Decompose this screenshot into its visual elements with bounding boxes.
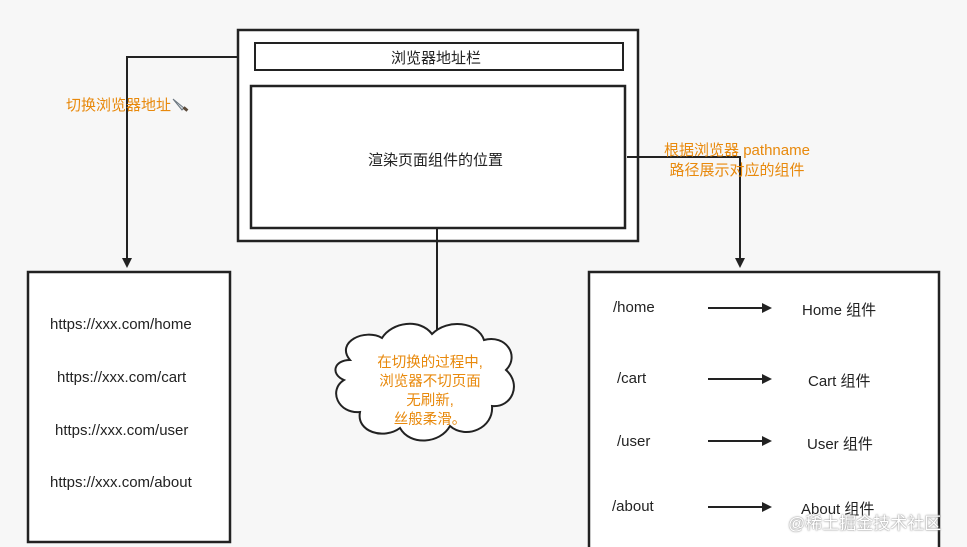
url-item-cart: https://xxx.com/cart xyxy=(57,369,187,386)
route-map-box xyxy=(587,270,941,547)
route-component-cart: Cart 组件 xyxy=(808,373,871,390)
url-list-box xyxy=(26,270,232,544)
url-item-user: https://xxx.com/user xyxy=(55,422,189,439)
switch-address-connector xyxy=(122,56,238,268)
address-bar xyxy=(254,42,624,71)
switch-address-text: 切换浏览器地址 xyxy=(66,97,172,114)
route-path-user: /user xyxy=(617,433,651,450)
url-item-about: https://xxx.com/about xyxy=(50,474,192,491)
render-area xyxy=(249,84,627,230)
cloud-annotation: 在切换的过程中, 浏览器不切页面 无刷新, 丝般柔滑。 xyxy=(345,354,515,430)
knife-icon xyxy=(171,97,189,113)
route-component-user: User 组件 xyxy=(807,436,873,453)
pathname-connector xyxy=(627,156,745,268)
pathname-annotation-line2: 路径展示对应的组件 xyxy=(669,162,805,179)
route-path-cart: /cart xyxy=(617,370,647,387)
address-bar-label: 浏览器地址栏 xyxy=(391,50,482,67)
cloud-line-1: 在切换的过程中, xyxy=(377,355,483,371)
route-component-about: About 组件 xyxy=(801,501,875,518)
cloud-shape xyxy=(334,322,515,442)
route-component-home: Home 组件 xyxy=(802,302,877,319)
render-area-label: 渲染页面组件的位置 xyxy=(368,152,504,169)
route-path-home: /home xyxy=(613,299,655,316)
cloud-line-4: 丝般柔滑。 xyxy=(393,412,467,428)
watermark: @稀土掘金技术社区 xyxy=(788,514,942,533)
pathname-annotation: 根据浏览器 pathname 路径展示对应的组件 xyxy=(652,141,822,181)
switch-address-annotation: 切换浏览器地址 xyxy=(66,94,189,115)
pathname-annotation-line1: 根据浏览器 pathname xyxy=(664,142,810,159)
route-path-about: /about xyxy=(612,498,654,515)
cloud-line-2: 浏览器不切页面 xyxy=(379,374,481,390)
cloud-line-3: 无刷新, xyxy=(406,393,454,409)
url-item-home: https://xxx.com/home xyxy=(50,316,192,333)
